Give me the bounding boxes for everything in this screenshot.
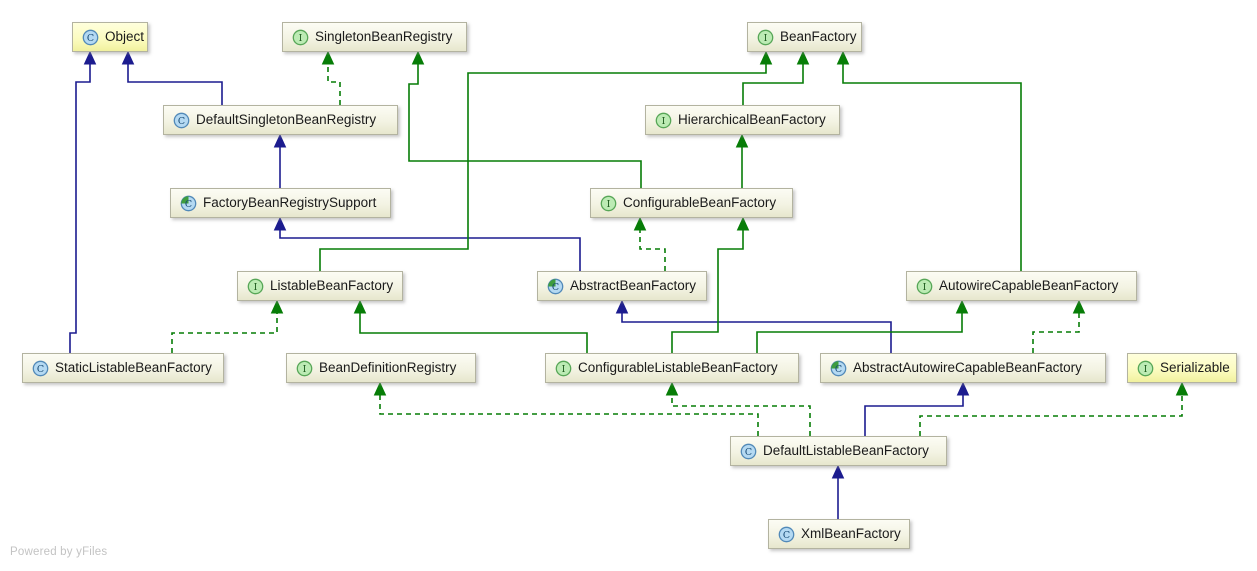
interface-icon: I bbox=[555, 360, 572, 377]
interface-icon: I bbox=[916, 278, 933, 295]
node-singleton-bean-registry[interactable]: I SingletonBeanRegistry bbox=[282, 22, 467, 52]
abstract-class-icon: C bbox=[830, 360, 847, 377]
node-label: BeanDefinitionRegistry bbox=[319, 359, 457, 375]
node-label: DefaultSingletonBeanRegistry bbox=[196, 111, 377, 127]
svg-text:I: I bbox=[299, 33, 303, 44]
node-xml-bean-factory[interactable]: C XmlBeanFactory bbox=[768, 519, 910, 549]
node-factory-bean-registry-support[interactable]: C FactoryBeanRegistrySupport bbox=[170, 188, 391, 218]
svg-text:C: C bbox=[185, 199, 192, 210]
node-label: Serializable bbox=[1160, 359, 1230, 375]
svg-text:C: C bbox=[783, 530, 790, 541]
svg-text:I: I bbox=[923, 282, 927, 293]
node-label: HierarchicalBeanFactory bbox=[678, 111, 826, 127]
edge-autowire-capable-bean-factory-to-bean-factory bbox=[836, 50, 1022, 271]
class-icon: C bbox=[778, 526, 795, 543]
edge-default-listable-bean-factory-to-bean-definition-registry bbox=[373, 381, 759, 436]
class-icon: C bbox=[82, 29, 99, 46]
class-icon: C bbox=[32, 360, 49, 377]
edge-hierarchical-bean-factory-to-bean-factory bbox=[742, 50, 810, 105]
edge-default-listable-bean-factory-to-serializable bbox=[919, 381, 1189, 436]
svg-text:C: C bbox=[87, 33, 94, 44]
svg-text:I: I bbox=[254, 282, 258, 293]
abstract-class-icon: C bbox=[547, 278, 564, 295]
abstract-class-icon: C bbox=[180, 195, 197, 212]
svg-text:C: C bbox=[745, 447, 752, 458]
node-label: FactoryBeanRegistrySupport bbox=[203, 194, 377, 210]
interface-icon: I bbox=[655, 112, 672, 129]
edge-abstract-bean-factory-to-factory-bean-registry-support bbox=[273, 216, 581, 271]
edge-abstract-autowire-capable-bean-factory-to-abstract-bean-factory bbox=[615, 299, 892, 353]
node-label: AutowireCapableBeanFactory bbox=[939, 277, 1119, 293]
edge-configurable-listable-bean-factory-to-listable-bean-factory bbox=[353, 299, 588, 353]
edge-static-listable-bean-factory-to-listable-bean-factory bbox=[171, 299, 284, 353]
node-object[interactable]: C Object bbox=[72, 22, 148, 52]
svg-text:I: I bbox=[1144, 364, 1148, 375]
node-label: AbstractBeanFactory bbox=[570, 277, 697, 293]
edge-abstract-autowire-capable-bean-factory-to-autowire-capable-bean-factory bbox=[1032, 299, 1086, 353]
interface-icon: I bbox=[292, 29, 309, 46]
node-listable-bean-factory[interactable]: I ListableBeanFactory bbox=[237, 271, 403, 301]
node-serializable[interactable]: I Serializable bbox=[1127, 353, 1237, 383]
edge-configurable-listable-bean-factory-to-autowire-capable-bean-factory bbox=[756, 299, 969, 353]
powered-by-yfiles-label: Powered by yFiles bbox=[10, 546, 108, 558]
class-icon: C bbox=[740, 443, 757, 460]
node-static-listable-bean-factory[interactable]: C StaticListableBeanFactory bbox=[22, 353, 224, 383]
node-bean-definition-registry[interactable]: I BeanDefinitionRegistry bbox=[286, 353, 476, 383]
node-label: XmlBeanFactory bbox=[801, 525, 901, 541]
edge-xml-bean-factory-to-default-listable-bean-factory bbox=[831, 464, 845, 519]
edge-static-listable-bean-factory-to-object bbox=[69, 50, 97, 353]
edge-configurable-listable-bean-factory-to-configurable-bean-factory bbox=[671, 216, 750, 353]
interface-icon: I bbox=[1137, 360, 1154, 377]
node-configurable-listable-bean-factory[interactable]: I ConfigurableListableBeanFactory bbox=[545, 353, 799, 383]
edge-configurable-bean-factory-to-hierarchical-bean-factory bbox=[735, 133, 749, 188]
edge-default-singleton-bean-registry-to-object bbox=[121, 50, 223, 105]
edge-default-singleton-bean-registry-to-singleton-bean-registry bbox=[321, 50, 341, 105]
interface-icon: I bbox=[296, 360, 313, 377]
node-bean-factory[interactable]: I BeanFactory bbox=[747, 22, 862, 52]
edge-default-listable-bean-factory-to-abstract-autowire-capable-bean-factory bbox=[864, 381, 970, 436]
node-label: BeanFactory bbox=[780, 28, 857, 44]
interface-icon: I bbox=[600, 195, 617, 212]
svg-text:C: C bbox=[37, 364, 44, 375]
edge-listable-bean-factory-to-bean-factory bbox=[319, 50, 773, 271]
interface-icon: I bbox=[247, 278, 264, 295]
node-configurable-bean-factory[interactable]: I ConfigurableBeanFactory bbox=[590, 188, 793, 218]
svg-text:I: I bbox=[303, 364, 307, 375]
node-label: DefaultListableBeanFactory bbox=[763, 442, 929, 458]
svg-text:I: I bbox=[607, 199, 611, 210]
edge-abstract-bean-factory-to-configurable-bean-factory bbox=[633, 216, 666, 271]
svg-text:I: I bbox=[764, 33, 768, 44]
node-label: AbstractAutowireCapableBeanFactory bbox=[853, 359, 1082, 375]
node-label: Object bbox=[105, 28, 145, 44]
svg-text:C: C bbox=[835, 364, 842, 375]
node-label: ConfigurableBeanFactory bbox=[623, 194, 777, 210]
node-abstract-bean-factory[interactable]: C AbstractBeanFactory bbox=[537, 271, 707, 301]
interface-icon: I bbox=[757, 29, 774, 46]
node-label: ConfigurableListableBeanFactory bbox=[578, 359, 778, 375]
node-abstract-autowire-capable-bean-factory[interactable]: C AbstractAutowireCapableBeanFactory bbox=[820, 353, 1106, 383]
node-label: SingletonBeanRegistry bbox=[315, 28, 453, 44]
node-label: StaticListableBeanFactory bbox=[55, 359, 212, 375]
edge-configurable-bean-factory-to-singleton-bean-registry bbox=[408, 50, 642, 188]
node-default-listable-bean-factory[interactable]: C DefaultListableBeanFactory bbox=[730, 436, 947, 466]
svg-text:I: I bbox=[562, 364, 566, 375]
node-hierarchical-bean-factory[interactable]: I HierarchicalBeanFactory bbox=[645, 105, 840, 135]
edge-default-listable-bean-factory-to-configurable-listable-bean-factory bbox=[665, 381, 811, 436]
edge-factory-bean-registry-support-to-default-singleton-bean-registry bbox=[273, 133, 287, 188]
node-label: ListableBeanFactory bbox=[270, 277, 394, 293]
class-icon: C bbox=[173, 112, 190, 129]
svg-text:C: C bbox=[552, 282, 559, 293]
node-autowire-capable-bean-factory[interactable]: I AutowireCapableBeanFactory bbox=[906, 271, 1137, 301]
svg-text:I: I bbox=[662, 116, 666, 127]
svg-text:C: C bbox=[178, 116, 185, 127]
node-default-singleton-bean-registry[interactable]: C DefaultSingletonBeanRegistry bbox=[163, 105, 398, 135]
